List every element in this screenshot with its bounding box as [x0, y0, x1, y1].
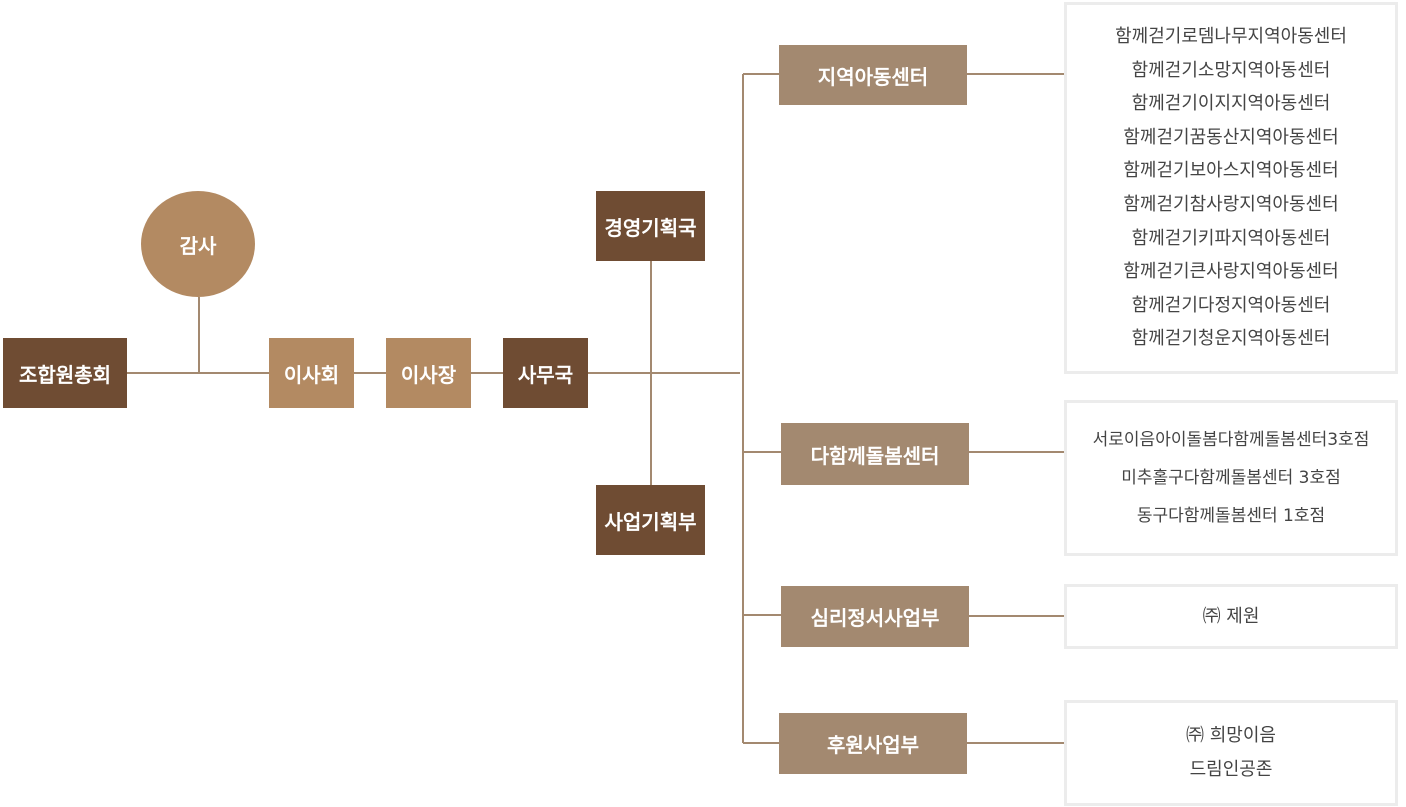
psychology-list: ㈜ 제원: [1064, 584, 1398, 649]
list-item: ㈜ 희망이음: [1186, 725, 1276, 747]
chairman-node: 이사장: [386, 338, 471, 408]
child-center-list: 함께걷기로뎀나무지역아동센터 함께걷기소망지역아동센터 함께걷기이지지역아동센터…: [1064, 2, 1398, 374]
list-item: 함께걷기보아스지역아동센터: [1123, 160, 1339, 182]
list-item: 함께걷기소망지역아동센터: [1131, 59, 1331, 81]
dept-label: 지역아동센터: [817, 64, 929, 89]
audit-node: 감사: [141, 191, 255, 297]
dept-child-center: 지역아동센터: [779, 45, 967, 105]
list-item: 미추홀구다함께돌봄센터 3호점: [1121, 468, 1341, 488]
assembly-node: 조합원총회: [3, 338, 127, 408]
list-item: 함께걷기이지지역아동센터: [1131, 93, 1331, 115]
list-item: 함께걷기꿈동산지역아동센터: [1123, 126, 1339, 148]
list-item: 드림인공존: [1189, 759, 1273, 780]
chairman-label: 이사장: [400, 362, 457, 387]
business-label: 사업기획부: [604, 509, 697, 534]
audit-label: 감사: [179, 233, 217, 258]
list-item: 함께걷기큰사랑지역아동센터: [1123, 261, 1339, 283]
dept-psychology: 심리정서사업부: [781, 586, 969, 647]
sponsorship-list: ㈜ 희망이음 드림인공존: [1064, 700, 1398, 806]
secretariat-label: 사무국: [517, 362, 574, 387]
care-center-list: 서로이음아이돌봄다함께돌봄센터3호점 미추홀구다함께돌봄센터 3호점 동구다함께…: [1064, 400, 1398, 556]
dept-care-center: 다함께돌봄센터: [781, 423, 969, 485]
list-item: 동구다함께돌봄센터 1호점: [1136, 506, 1326, 526]
list-item: 함께걷기청운지역아동센터: [1131, 328, 1331, 350]
list-item: 함께걷기로뎀나무지역아동센터: [1115, 26, 1347, 48]
management-node: 경영기획국: [596, 191, 705, 261]
list-item: 함께걷기다정지역아동센터: [1131, 294, 1331, 316]
dept-label: 후원사업부: [827, 733, 919, 757]
list-item: 함께걷기키파지역아동센터: [1131, 227, 1331, 249]
secretariat-node: 사무국: [503, 338, 588, 408]
board-label: 이사회: [283, 362, 340, 387]
management-label: 경영기획국: [604, 215, 697, 240]
dept-label: 다함께돌봄센터: [810, 443, 940, 468]
board-node: 이사회: [269, 338, 354, 408]
list-item: 서로이음아이돌봄다함께돌봄센터3호점: [1092, 430, 1370, 450]
dept-label: 심리정서사업부: [810, 606, 940, 630]
dept-sponsorship: 후원사업부: [779, 713, 967, 774]
business-node: 사업기획부: [596, 485, 705, 555]
assembly-label: 조합원총회: [19, 362, 111, 387]
list-item: 함께걷기참사랑지역아동센터: [1123, 194, 1339, 215]
list-item: ㈜ 제원: [1202, 605, 1260, 627]
